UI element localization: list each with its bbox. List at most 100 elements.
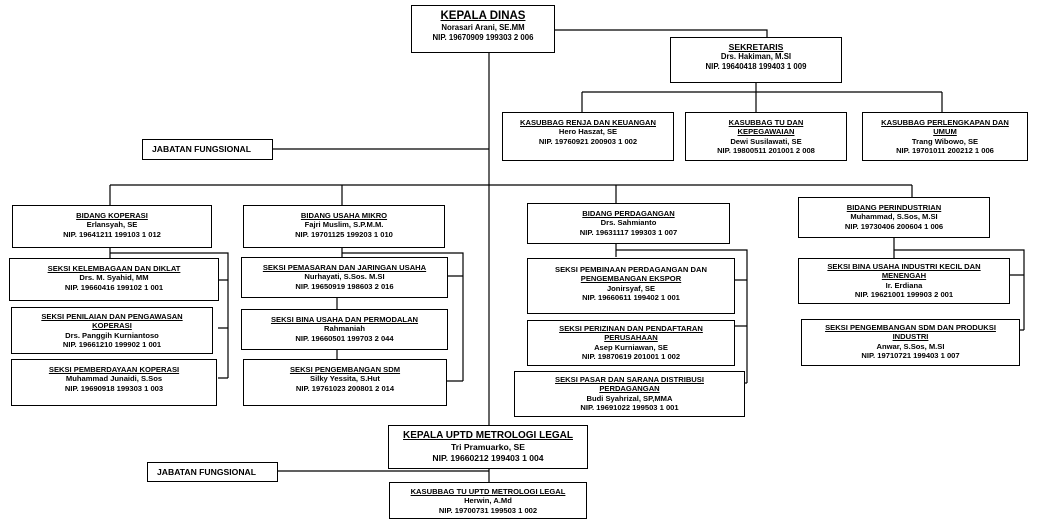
seksi-bina-industri-nip: NIP. 19621001 199903 2 001 xyxy=(854,290,954,300)
seksi-kelembagaan-name: Drs. M. Syahid, MM xyxy=(79,273,149,283)
seksi-pengembangan-industri-nip: NIP. 19710721 199403 1 007 xyxy=(861,351,960,361)
sekretaris-title: SEKRETARIS xyxy=(728,42,784,52)
seksi-pengembangan-industri-name: Anwar, S.Sos, M.SI xyxy=(876,341,945,351)
seksi-pengembangan-sdm-title: SEKSI PENGEMBANGAN SDM xyxy=(289,365,401,374)
seksi-pemberdayaan-title: SEKSI PEMBERDAYAAN KOPERASI xyxy=(48,365,180,374)
seksi-pengembangan-industri-title: SEKSI PENGEMBANGAN SDM DAN PRODUKSI INDU… xyxy=(825,323,996,342)
uptd-nip: NIP. 19660212 199403 1 004 xyxy=(432,453,544,463)
seksi-pemberdayaan-name: Muhammad Junaidi, S.Sos xyxy=(65,374,163,384)
connector-kepala-sekretaris xyxy=(554,29,768,37)
seksi-perizinan-box: SEKSI PERIZINAN DAN PENDAFTARAN PERUSAHA… xyxy=(527,320,735,366)
seksi-pemasaran-box: SEKSI PEMASARAN DAN JARINGAN USAHA Nurha… xyxy=(241,257,448,298)
seksi-penilaian-name: Drs. Panggih Kurniantoso xyxy=(65,330,159,340)
seksi-penilaian-box: SEKSI PENILAIAN DAN PENGAWASAN KOPERASI … xyxy=(11,307,213,354)
seksi-perizinan-nip: NIP. 19870619 201001 1 002 xyxy=(581,352,681,362)
bidang-perdagangan-name: Drs. Sahmianto xyxy=(600,218,657,228)
connector-koperasi-seksi xyxy=(109,243,229,379)
seksi-pasar-nip: NIP. 19691022 199503 1 001 xyxy=(580,403,679,413)
seksi-perizinan-title: SEKSI PERIZINAN DAN PENDAFTARAN PERUSAHA… xyxy=(559,324,703,343)
seksi-perizinan-name: Asep Kurniawan, SE xyxy=(594,342,668,352)
seksi-pasar-box: SEKSI PASAR DAN SARANA DISTRIBUSI PERDAG… xyxy=(514,371,745,417)
kepala-dinas-nip: NIP. 19670909 199303 2 006 xyxy=(432,32,534,42)
seksi-pengembangan-sdm-nip: NIP. 19761023 200801 2 014 xyxy=(295,383,395,393)
seksi-bina-industri-title: SEKSI BINA USAHA INDUSTRI KECIL DAN MENE… xyxy=(827,262,981,281)
seksi-pemasaran-name: Nurhayati, S.Sos. M.SI xyxy=(304,272,385,282)
seksi-kelembagaan-title: SEKSI KELEMBAGAAN DAN DIKLAT xyxy=(47,264,181,273)
connector-bidang-bus xyxy=(109,184,913,205)
uptd-kasubbag-title: KASUBBAG TU UPTD METROLOGI LEGAL xyxy=(410,487,566,496)
uptd-box: KEPALA UPTD METROLOGI LEGAL Tri Pramuark… xyxy=(388,425,588,469)
kepala-dinas-box: KEPALA DINAS Norasari Arani, SE.MM NIP. … xyxy=(411,5,555,53)
jabatan-fungsional-box: JABATAN FUNGSIONAL xyxy=(142,139,273,160)
bidang-perindustrian-nip: NIP. 19730406 200604 1 006 xyxy=(844,221,944,231)
kasubbag-tu-box: KASUBBAG TU DAN KEPEGAWAIAN Dewi Susilaw… xyxy=(685,112,847,161)
seksi-bina-usaha-name: Rahmaniah xyxy=(324,324,365,334)
seksi-pengembangan-industri-box: SEKSI PENGEMBANGAN SDM DAN PRODUKSI INDU… xyxy=(801,319,1020,366)
seksi-bina-usaha-nip: NIP. 19660501 199703 2 044 xyxy=(295,333,394,343)
seksi-bina-usaha-title: SEKSI BINA USAHA DAN PERMODALAN xyxy=(270,315,419,324)
kasubbag-perlengkapan-nip: NIP. 19701011 200212 1 006 xyxy=(896,146,994,156)
connector-sekretaris-kasubbag xyxy=(581,83,943,112)
uptd-kasubbag-name: Herwin, A.Md xyxy=(464,496,512,506)
kasubbag-perlengkapan-name: Trang Wibowo, SE xyxy=(911,136,979,146)
seksi-pemberdayaan-nip: NIP. 19690918 199303 1 003 xyxy=(64,383,164,393)
bidang-koperasi-title: BIDANG KOPERASI xyxy=(76,211,148,220)
seksi-pengembangan-sdm-box: SEKSI PENGEMBANGAN SDM Silky Yessita, S.… xyxy=(243,359,447,406)
seksi-pembinaan-title-2: PENGEMBANGAN EKSPOR xyxy=(580,274,682,284)
bidang-usaha-mikro-title: BIDANG USAHA MIKRO xyxy=(300,211,388,220)
seksi-pemberdayaan-box: SEKSI PEMBERDAYAAN KOPERASI Muhammad Jun… xyxy=(11,359,217,406)
sekretaris-nip: NIP. 19640418 199403 1 009 xyxy=(705,62,807,71)
kasubbag-renja-name: Hero Haszat, SE xyxy=(558,127,618,137)
uptd-title: KEPALA UPTD METROLOGI LEGAL xyxy=(403,430,573,441)
kepala-dinas-title: KEPALA DINAS xyxy=(440,10,526,22)
bidang-perindustrian-title: BIDANG PERINDUSTRIAN xyxy=(846,203,942,212)
seksi-pasar-name: Budi Syahrizal, SP,MMA xyxy=(586,393,673,403)
seksi-pemasaran-title: SEKSI PEMASARAN DAN JARINGAN USAHA xyxy=(262,263,427,272)
kasubbag-renja-box: KASUBBAG RENJA DAN KEUANGAN Hero Haszat,… xyxy=(502,112,674,161)
seksi-pembinaan-title-1: SEKSI PEMBINAAN PERDAGANGAN DAN xyxy=(555,265,707,274)
seksi-pemasaran-nip: NIP. 19650919 198603 2 016 xyxy=(295,281,394,291)
bidang-koperasi-nip: NIP. 19641211 199103 1 012 xyxy=(63,229,161,239)
connector-usaha-mikro-seksi xyxy=(336,243,464,382)
seksi-bina-usaha-box: SEKSI BINA USAHA DAN PERMODALAN Rahmania… xyxy=(241,309,448,350)
jabatan-fungsional-uptd-box: JABATAN FUNGSIONAL xyxy=(147,462,278,482)
kasubbag-renja-nip: NIP. 19760921 200903 1 002 xyxy=(538,136,638,146)
bidang-perdagangan-box: BIDANG PERDAGANGAN Drs. Sahmianto NIP. 1… xyxy=(527,203,730,244)
seksi-penilaian-title: SEKSI PENILAIAN DAN PENGAWASAN KOPERASI xyxy=(41,312,183,331)
bidang-usaha-mikro-name: Fajri Muslim, S.P.M.M. xyxy=(304,220,384,230)
connector-perindustrian-seksi xyxy=(893,237,1025,331)
bidang-perdagangan-nip: NIP. 19631117 199303 1 007 xyxy=(579,227,678,237)
jabatan-fungsional-label: JABATAN FUNGSIONAL xyxy=(152,144,251,154)
connector-perdagangan-seksi xyxy=(615,244,748,384)
kasubbag-tu-nip: NIP. 19800511 201001 2 008 xyxy=(717,146,815,156)
bidang-perdagangan-title: BIDANG PERDAGANGAN xyxy=(582,209,675,218)
bidang-perindustrian-box: BIDANG PERINDUSTRIAN Muhammad, S.Sos, M.… xyxy=(798,197,990,238)
bidang-perindustrian-name: Muhammad, S.Sos, M.SI xyxy=(850,212,938,222)
kasubbag-tu-title: KASUBBAG TU DAN KEPEGAWAIAN xyxy=(728,118,804,137)
uptd-kasubbag-box: KASUBBAG TU UPTD METROLOGI LEGAL Herwin,… xyxy=(389,482,587,519)
seksi-pembinaan-perdagangan-box: SEKSI PEMBINAAN PERDAGANGAN DAN PENGEMBA… xyxy=(527,258,735,314)
kasubbag-renja-title: KASUBBAG RENJA DAN KEUANGAN xyxy=(520,118,656,127)
sekretaris-box: SEKRETARIS Drs. Hakiman, M.SI NIP. 19640… xyxy=(670,37,842,83)
kasubbag-tu-name: Dewi Susilawati, SE xyxy=(730,136,802,146)
uptd-kasubbag-nip: NIP. 19700731 199503 1 002 xyxy=(438,505,538,515)
bidang-usaha-mikro-nip: NIP. 19701125 199203 1 010 xyxy=(295,229,393,239)
sekretaris-name: Drs. Hakiman, M.SI xyxy=(720,52,792,61)
seksi-pembinaan-nip: NIP. 19660611 199402 1 001 xyxy=(582,293,680,303)
kepala-dinas-name: Norasari Arani, SE.MM xyxy=(441,23,525,32)
seksi-pembinaan-name: Jonirsyaf, SE xyxy=(606,283,656,293)
uptd-name: Tri Pramuarko, SE xyxy=(450,442,526,452)
bidang-usaha-mikro-box: BIDANG USAHA MIKRO Fajri Muslim, S.P.M.M… xyxy=(243,205,445,248)
seksi-kelembagaan-nip: NIP. 19660416 199102 1 001 xyxy=(64,282,164,292)
kasubbag-perlengkapan-box: KASUBBAG PERLENGKAPAN DAN UMUM Trang Wib… xyxy=(862,112,1028,161)
kasubbag-perlengkapan-title: KASUBBAG PERLENGKAPAN DAN UMUM xyxy=(881,118,1009,137)
seksi-penilaian-nip: NIP. 19661210 199902 1 001 xyxy=(62,340,162,350)
seksi-kelembagaan-box: SEKSI KELEMBAGAAN DAN DIKLAT Drs. M. Sya… xyxy=(9,258,219,301)
seksi-pasar-title: SEKSI PASAR DAN SARANA DISTRIBUSI PERDAG… xyxy=(555,375,704,394)
seksi-bina-industri-name: Ir. Erdiana xyxy=(885,280,923,290)
bidang-koperasi-box: BIDANG KOPERASI Erlansyah, SE NIP. 19641… xyxy=(12,205,212,248)
bidang-koperasi-name: Erlansyah, SE xyxy=(86,220,138,230)
jabatan-fungsional-uptd-label: JABATAN FUNGSIONAL xyxy=(157,467,256,477)
seksi-bina-industri-box: SEKSI BINA USAHA INDUSTRI KECIL DAN MENE… xyxy=(798,258,1010,304)
